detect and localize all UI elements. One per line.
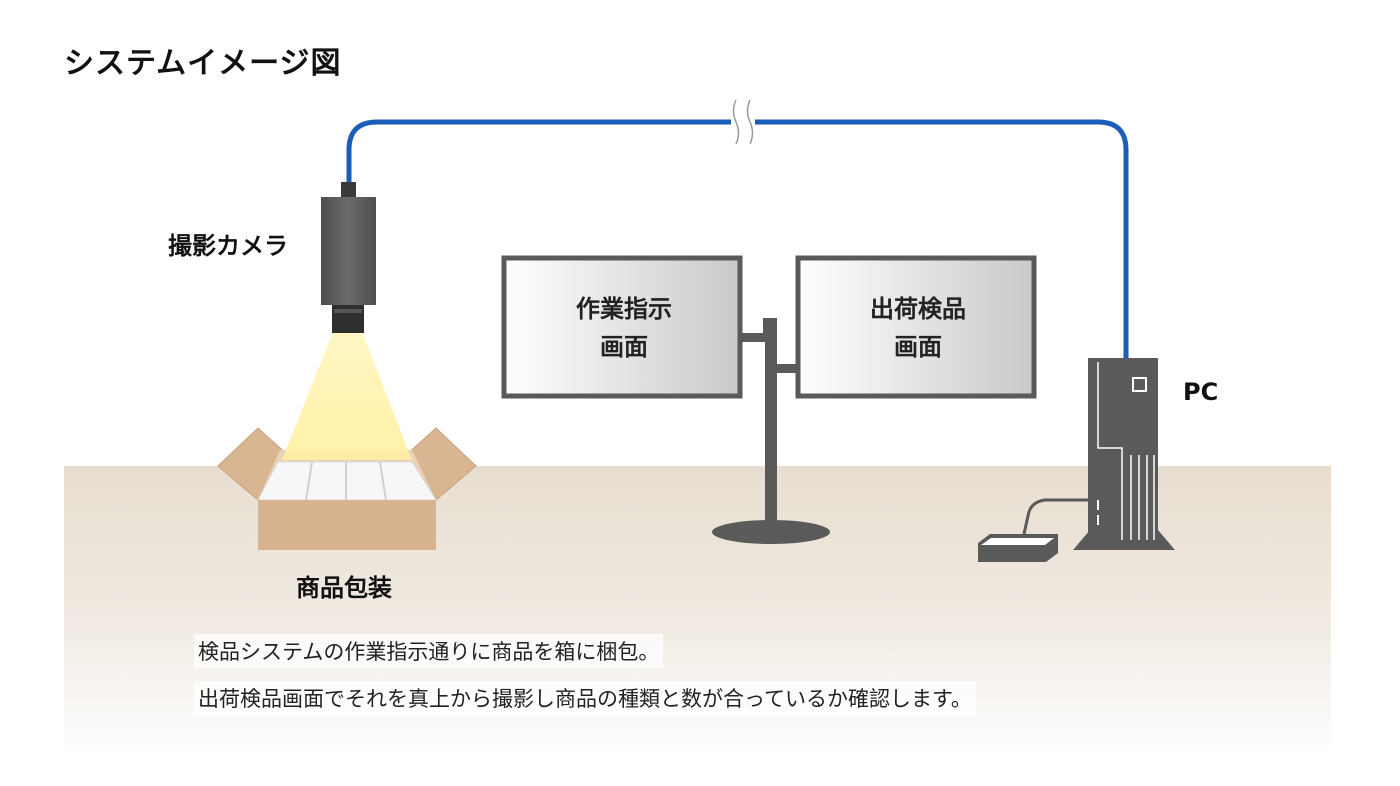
monitor-right-line1: 出荷検品 <box>870 295 966 323</box>
camera-label: 撮影カメラ <box>168 232 288 260</box>
package-box <box>258 500 436 550</box>
monitor-left-line2: 画面 <box>600 333 648 361</box>
keyboard-cable <box>1022 498 1088 535</box>
monitor-right-line2: 画面 <box>894 333 942 361</box>
pc-tower <box>1073 358 1175 550</box>
camera-body <box>321 182 376 333</box>
caption-line-2: 出荷検品画面でそれを真上から撮影し商品の種類と数が合っているか確認します。 <box>194 681 976 715</box>
caption-line-1: 検品システムの作業指示通りに商品を箱に梱包。 <box>194 634 664 668</box>
monitor-right <box>795 255 1037 399</box>
monitor-left-line1: 作業指示 <box>576 295 672 323</box>
cable-break <box>731 112 755 132</box>
camera-light-beam <box>282 332 412 460</box>
monitor-right-text: 出荷検品 画面 <box>798 290 1038 366</box>
keyboard-device <box>978 534 1058 562</box>
monitor-stand <box>712 318 830 544</box>
pc-label: PC <box>1183 378 1219 406</box>
monitor-left-text: 作業指示 画面 <box>504 290 744 366</box>
monitor-left <box>501 255 743 399</box>
package-label: 商品包装 <box>296 574 392 602</box>
page-title: システムイメージ図 <box>64 46 342 81</box>
box-products <box>257 461 437 501</box>
